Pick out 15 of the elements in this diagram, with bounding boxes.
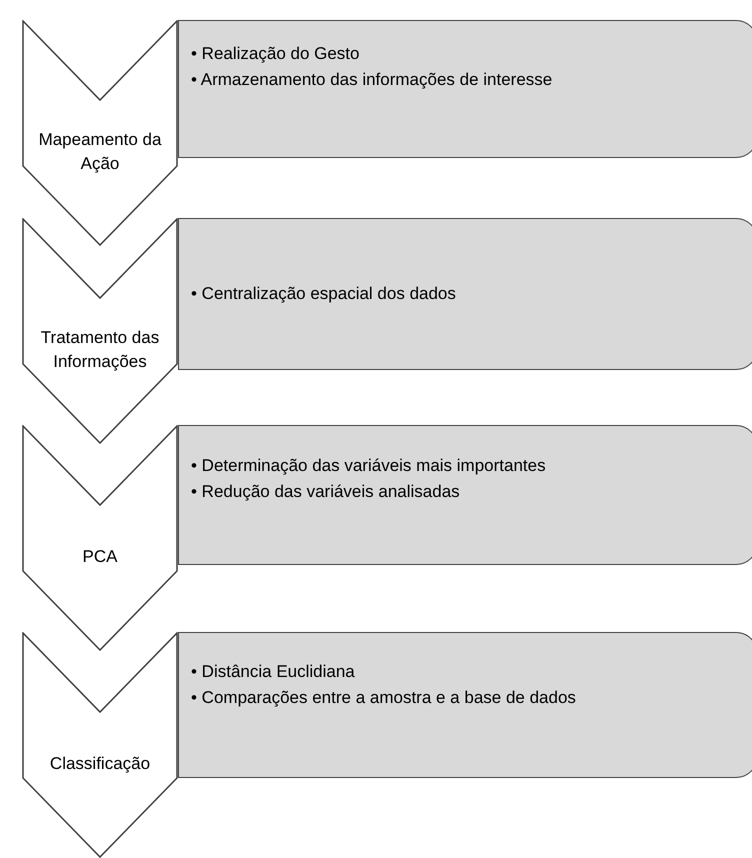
bullet-item: • Redução das variáveis analisadas <box>191 481 461 503</box>
bullet-item: • Determinação das variáveis mais importantes <box>191 455 547 477</box>
step-label: Mapeamento da Ação <box>38 129 162 175</box>
bullet-item: • Realização do Gesto <box>191 43 360 65</box>
step-label: PCA <box>82 546 118 568</box>
content-panel <box>178 425 752 565</box>
bullet-item: • Centralização espacial dos dados <box>191 283 457 305</box>
step-label: Classificação <box>50 753 150 775</box>
content-panel <box>178 632 752 778</box>
step-label: Tratamento das Informações <box>40 327 160 373</box>
bullet-item: • Distância Euclidiana <box>191 661 356 683</box>
bullet-item: • Comparações entre a amostra e a base de dados <box>191 687 577 709</box>
content-panel <box>178 218 752 370</box>
bullet-item: • Armazenamento das informações de interesse <box>191 69 554 91</box>
content-panel <box>178 20 752 158</box>
